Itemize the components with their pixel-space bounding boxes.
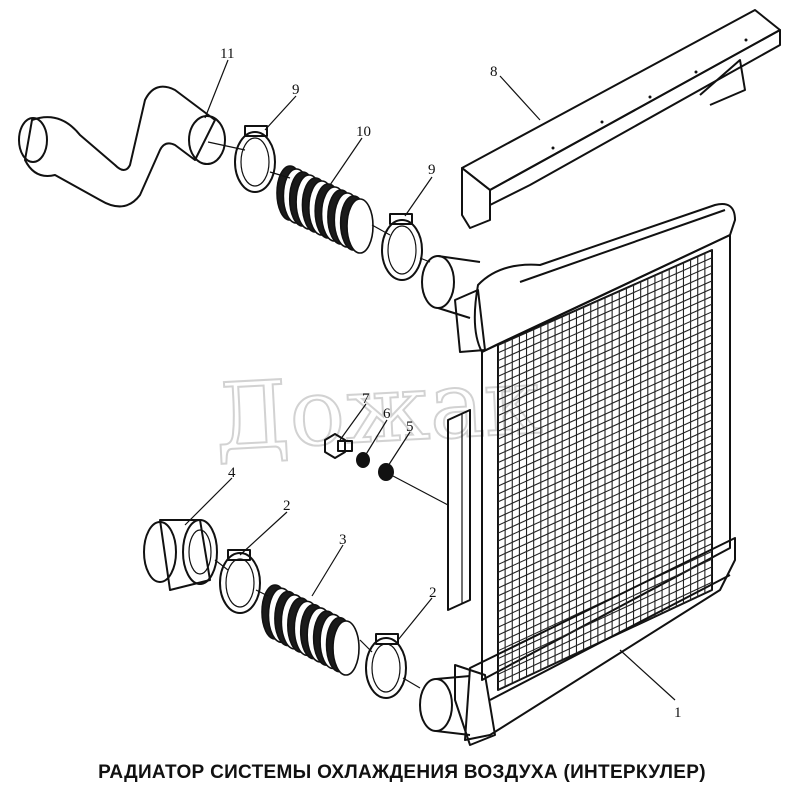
- assembly-lines: [207, 141, 449, 689]
- grid-line: [498, 349, 712, 448]
- grid-line: [498, 442, 712, 542]
- grid-line: [498, 342, 712, 440]
- grid-line: [498, 581, 712, 683]
- part-5-seal: [378, 463, 394, 481]
- grid-line: [498, 458, 712, 558]
- radiator-inlet-pipe: [421, 255, 486, 353]
- callout-2-right: 2: [429, 585, 437, 601]
- grid-line: [498, 365, 712, 464]
- radiator-core-grid: [498, 250, 712, 690]
- grid-line: [498, 303, 712, 401]
- grid-line: [498, 419, 712, 519]
- hose-ring: [346, 198, 374, 254]
- grid-line: [498, 543, 712, 644]
- diagram-caption: РАДИАТОР СИСТЕМЫ ОХЛАЖДЕНИЯ ВОЗДУХА (ИНТ…: [98, 762, 706, 783]
- part-3-corrugated-hose: [261, 584, 360, 676]
- grid-line: [498, 380, 712, 479]
- grid-line: [498, 311, 712, 409]
- grid-line: [498, 280, 712, 377]
- callout-11: 11: [220, 46, 234, 62]
- callout-1: 1: [674, 705, 682, 721]
- callout-5: 5: [406, 419, 414, 435]
- part-2-clamp-lower-right: [365, 633, 407, 699]
- callout-8: 8: [490, 64, 498, 80]
- grid-line: [498, 450, 712, 550]
- grid-line: [498, 411, 712, 511]
- grid-line: [498, 558, 712, 660]
- grid-line: [498, 373, 712, 471]
- grid-line: [498, 519, 712, 620]
- callout-9-upper-right: 9: [428, 162, 436, 178]
- grid-line: [498, 272, 712, 370]
- grid-line: [498, 434, 712, 534]
- callout-3: 3: [339, 532, 347, 548]
- grid-line: [498, 388, 712, 487]
- watermark-text: Дожак: [212, 348, 544, 472]
- radiator-outlet-pipe: [419, 675, 471, 736]
- grid-line: [498, 396, 712, 495]
- grid-line: [498, 319, 712, 417]
- part-10-corrugated-hose: [276, 165, 374, 254]
- grid-line: [498, 512, 712, 613]
- part-8-bracket: [461, 9, 781, 229]
- grid-line: [498, 326, 712, 424]
- callout-4: 4: [228, 465, 236, 481]
- grid-line: [498, 288, 712, 385]
- grid-line: [498, 427, 712, 526]
- grid-line: [498, 473, 712, 573]
- callout-6: 6: [383, 406, 391, 422]
- leader-lines: [184, 59, 676, 701]
- hose-ring: [332, 620, 360, 676]
- part-9-clamp-upper-right: [381, 213, 423, 281]
- grid-line: [498, 295, 712, 393]
- grid-line: [498, 404, 712, 503]
- callout-9-upper-left: 9: [292, 82, 300, 98]
- part-1-radiator: [419, 203, 736, 746]
- callout-labels: 11 9 10 9 8 4 2 3 2 7 6 5 1: [220, 46, 682, 721]
- part-11-upper-pipe: [18, 85, 226, 208]
- grid-line: [498, 357, 712, 456]
- part-2-clamp-lower-left: [219, 549, 261, 614]
- grid-line: [498, 504, 712, 605]
- part-6-washer: [356, 452, 370, 468]
- grid-line: [498, 566, 712, 667]
- grid-line: [498, 465, 712, 566]
- callout-7: 7: [362, 391, 370, 407]
- grid-line: [498, 535, 712, 636]
- grid-line: [498, 489, 712, 589]
- part-9-clamp-upper-left: [234, 125, 276, 193]
- grid-line: [498, 257, 712, 354]
- grid-line: [498, 574, 712, 675]
- grid-line: [498, 496, 712, 597]
- grid-line: [498, 334, 712, 432]
- callout-2-left: 2: [283, 498, 291, 514]
- grid-line: [498, 264, 712, 362]
- part-7-plug: [324, 433, 353, 459]
- part-4-connector: [143, 519, 218, 591]
- callout-10: 10: [356, 124, 371, 140]
- grid-line: [498, 481, 712, 581]
- grid-line: [498, 527, 712, 628]
